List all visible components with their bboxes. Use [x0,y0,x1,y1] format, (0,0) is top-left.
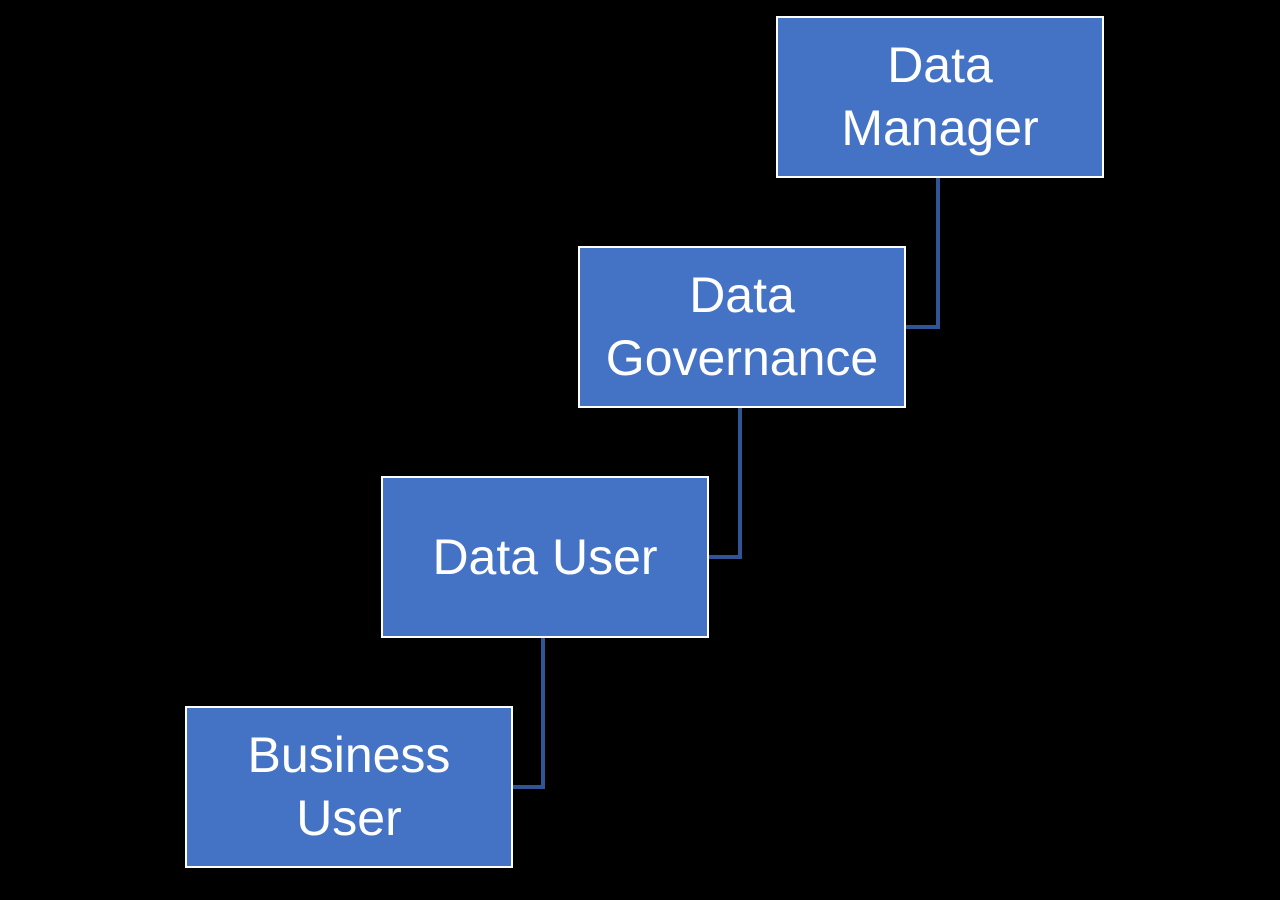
node-label: Data User [432,528,658,585]
node-label: Business User [247,727,451,846]
node-data-user: Data User [381,476,709,638]
node-data-manager: Data Manager [776,16,1104,178]
node-business-user: Business User [185,706,513,868]
node-label: Data Governance [605,267,879,386]
node-label: Data Manager [841,37,1039,156]
connector-vertical-segment [738,408,742,559]
connector-vertical-segment [936,178,940,329]
node-data-governance: Data Governance [578,246,906,408]
connector-horizontal-segment [509,785,545,789]
connector-horizontal-segment [902,325,940,329]
connector-vertical-segment [541,638,545,789]
connector-horizontal-segment [705,555,742,559]
